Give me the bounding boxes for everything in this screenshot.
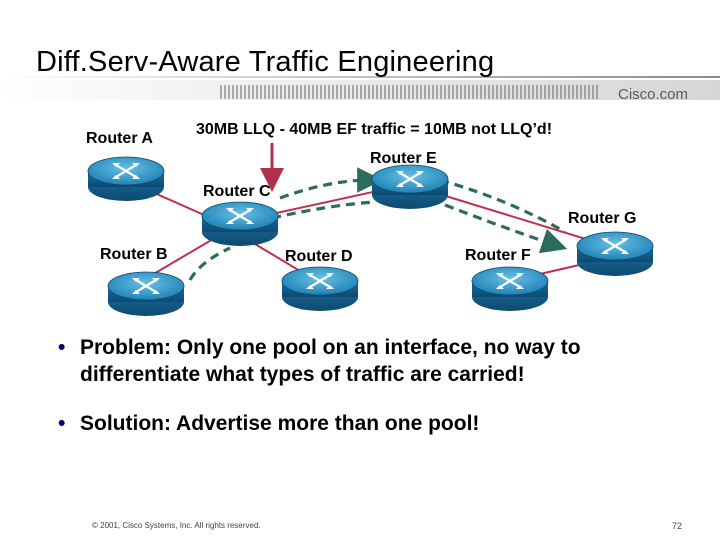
bullet-text: Problem: Only one pool on an interface, … [80,336,581,386]
router-e-label: Router E [370,150,437,167]
bullet-list: • Problem: Only one pool on an interface… [56,334,696,459]
router-b-icon [106,270,186,318]
router-c-label: Router C [203,183,271,200]
header-stripes [220,85,600,99]
router-b-label: Router B [100,246,168,263]
router-c-icon [200,200,280,248]
tunnel-e-f [444,203,568,254]
router-d-icon [280,265,360,313]
router-a-label: Router A [86,130,153,147]
router-d-label: Router D [285,248,353,265]
router-f-icon [470,265,550,313]
header-rule [0,76,720,78]
slide-title: Diff.Serv-Aware Traffic Engineering [36,46,495,78]
router-e-icon [370,163,450,211]
cisco-logo: Cisco.com [618,86,689,103]
header-band [0,0,720,100]
network-diagram [86,143,655,318]
tunnel-c-e-lower [271,200,376,220]
bullet-item: • Solution: Advertise more than one pool… [56,410,696,437]
tunnel-c-e [279,167,383,200]
bullet-dot-icon: • [58,412,66,435]
tunnel-b-c [188,246,231,281]
router-f-label: Router F [465,247,531,264]
annotation-text: 30MB LLQ - 40MB EF traffic = 10MB not LL… [196,121,553,138]
bullet-text: Solution: Advertise more than one pool! [80,412,480,435]
page-number: 72 [672,521,683,531]
bullet-item: • Problem: Only one pool on an interface… [56,334,696,388]
tunnel-e-g [439,178,566,234]
router-a-icon [86,155,166,203]
bullet-dot-icon: • [58,336,66,359]
footer-copyright: © 2001, Cisco Systems, Inc. All rights r… [92,521,261,530]
te-tunnels [188,167,568,281]
router-g-icon [575,230,655,278]
router-g-label: Router G [568,210,637,227]
